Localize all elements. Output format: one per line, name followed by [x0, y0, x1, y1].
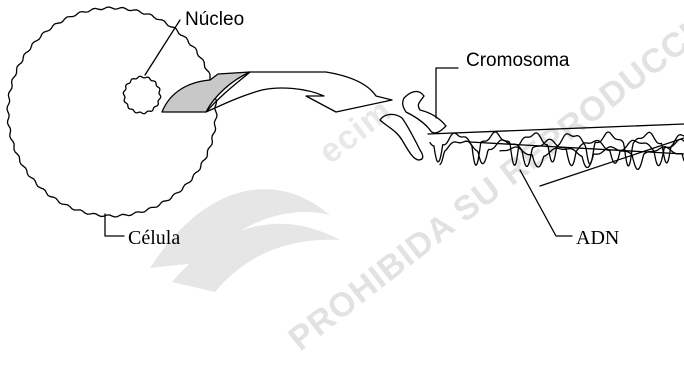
- nucleus-zoom-shape: [162, 72, 250, 112]
- nucleus-label: Núcleo: [185, 9, 244, 30]
- chromosome-label: Cromosoma: [466, 50, 570, 71]
- watermark-brand: ecim: [312, 91, 400, 171]
- chromosome-leader: [436, 68, 458, 118]
- cell-label: Célula: [128, 227, 180, 249]
- dna-label: ADN: [576, 227, 619, 249]
- nucleus-leader: [145, 20, 180, 75]
- nucleus-outline: [123, 76, 160, 113]
- watermark: ecim PROHIBIDA SU REPRODUCCIÓN: [150, 0, 684, 358]
- chromosome-arm-upper: [403, 92, 446, 133]
